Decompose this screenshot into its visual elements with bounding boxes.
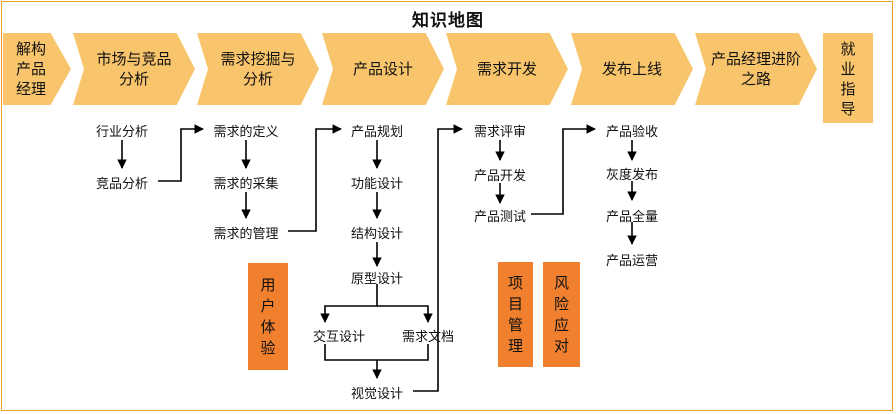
- node-industry-analysis: 行业分析: [95, 125, 149, 140]
- node-req-collection: 需求的采集: [213, 177, 279, 192]
- step-market-competitor: 市场与竞品分析: [73, 33, 195, 105]
- step-employment: 就业指导: [823, 33, 873, 123]
- step-requirement-mining: 需求挖掘与分析: [197, 33, 319, 105]
- node-competitor-analysis: 竞品分析: [95, 177, 149, 192]
- node-visual-design: 视觉设计: [350, 387, 404, 402]
- node-full-release: 产品全量: [605, 210, 659, 225]
- node-product-test: 产品测试: [473, 210, 527, 225]
- diagram-title: 知识地图: [412, 11, 484, 31]
- node-function-design: 功能设计: [350, 177, 404, 192]
- step-release: 发布上线: [571, 33, 693, 105]
- ux-box: 用户体验: [248, 263, 288, 370]
- node-prototype-design: 原型设计: [350, 272, 404, 287]
- node-req-definition: 需求的定义: [213, 125, 279, 140]
- node-structure-design: 结构设计: [350, 227, 404, 242]
- node-requirement-doc: 需求文档: [401, 330, 455, 345]
- arrow-management-to-planning: [288, 124, 342, 232]
- arrow-visual-to-review: [413, 124, 463, 392]
- risk-response-box: 风险应对: [543, 262, 580, 367]
- node-req-review: 需求评审: [473, 125, 527, 140]
- node-product-dev: 产品开发: [473, 169, 527, 184]
- arrow-prototype-to-interaction: [320, 284, 378, 323]
- node-product-ops: 产品运营: [605, 254, 659, 269]
- node-product-acceptance: 产品验收: [605, 125, 659, 140]
- node-product-planning: 产品规划: [350, 125, 404, 140]
- step-requirement-dev: 需求开发: [446, 33, 568, 105]
- step-pm-advance: 产品经理进阶之路: [695, 33, 817, 105]
- project-management-box: 项目管理: [498, 262, 533, 367]
- step-product-design: 产品设计: [322, 33, 444, 105]
- node-gray-release: 灰度发布: [605, 168, 659, 183]
- arrow-prototype-to-doc: [377, 305, 433, 323]
- node-req-management: 需求的管理: [213, 227, 279, 242]
- arrow-competitor-to-definition: [158, 124, 204, 182]
- merge-line: [324, 344, 429, 361]
- node-interaction-design: 交互设计: [312, 330, 366, 345]
- arrow-test-to-acceptance: [531, 124, 596, 215]
